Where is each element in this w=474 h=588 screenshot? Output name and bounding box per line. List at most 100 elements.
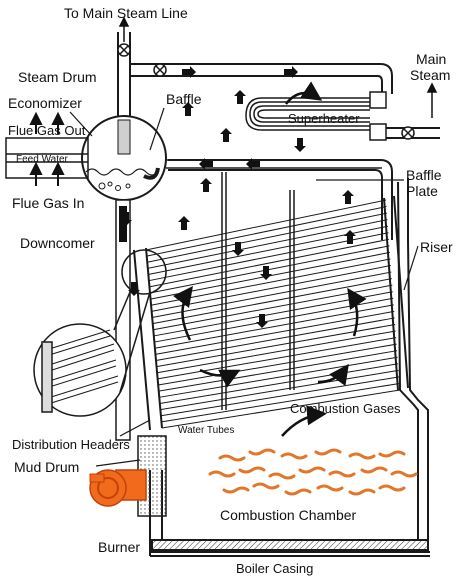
flame-icon xyxy=(218,454,246,462)
label-flue-gas-out: Flue Gas Out xyxy=(8,123,86,138)
label-feed-water: Feed Water xyxy=(16,154,68,165)
baffle-pointer xyxy=(149,107,165,151)
label-water-tubes: Water Tubes xyxy=(178,425,235,436)
water-tube xyxy=(156,323,396,368)
boiler-casing xyxy=(149,159,430,557)
flame-icon xyxy=(360,466,388,474)
flow-arrow-icon xyxy=(182,66,196,78)
label-baffle: Baffle xyxy=(166,91,202,107)
label-main: Main xyxy=(416,51,447,67)
water-tube xyxy=(154,304,394,349)
label-distribution-headers: Distribution Headers xyxy=(12,437,130,452)
flame-icon xyxy=(238,466,266,474)
water-tube xyxy=(159,356,398,398)
water-tube xyxy=(161,389,401,429)
label-riser: Riser xyxy=(420,239,453,255)
flow-arrow-icon xyxy=(232,242,244,256)
circulation-arrows xyxy=(173,81,367,437)
flame-icon xyxy=(268,472,296,480)
label-downcomer: Downcomer xyxy=(20,235,95,251)
steam-drum xyxy=(81,115,167,201)
flow-arrow-icon xyxy=(284,66,298,78)
flame-icon xyxy=(222,486,250,494)
label-combustion-chamber: Combustion Chamber xyxy=(220,507,357,523)
water-tube xyxy=(147,212,388,263)
riser-pointer xyxy=(403,245,419,291)
flame-icon xyxy=(208,470,236,478)
label-baffle-plate-line2: Plate xyxy=(406,183,438,199)
main-steam-arrow xyxy=(426,82,438,118)
water-tube xyxy=(160,376,400,417)
water-tube xyxy=(152,278,392,325)
flow-arrow-icon xyxy=(120,212,132,226)
water-tube xyxy=(149,238,389,288)
flow-arrow-icon xyxy=(294,138,306,152)
label-superheater: Superheater xyxy=(288,111,360,126)
flame-icon xyxy=(378,450,406,458)
flame-icon xyxy=(378,484,406,492)
water-tube xyxy=(146,206,387,257)
label-boiler-casing: Boiler Casing xyxy=(236,561,314,576)
flow-arrow-icon xyxy=(246,158,260,170)
valve-icon xyxy=(401,126,415,140)
water-tube xyxy=(145,199,387,251)
water-tube xyxy=(149,245,390,294)
water-tube xyxy=(155,317,395,361)
burner-icon xyxy=(89,469,147,507)
water-tube xyxy=(151,271,392,319)
label-mud-drum: Mud Drum xyxy=(14,459,80,475)
flow-arrow-icon xyxy=(182,102,194,116)
water-tube xyxy=(156,330,396,374)
valve-icon xyxy=(153,63,167,77)
flame-icon xyxy=(208,448,418,496)
flow-arrow-icon xyxy=(234,90,246,104)
steam-lines xyxy=(117,32,440,139)
flow-arrow-icon xyxy=(200,178,212,192)
flow-arrow-icon xyxy=(128,282,140,296)
valve-icon xyxy=(117,43,131,57)
economizer-pointer xyxy=(69,111,93,137)
label-baffle-plate-line1: Baffle xyxy=(406,167,442,183)
flame-icon xyxy=(314,448,342,456)
water-tube xyxy=(161,382,400,423)
flow-arrow-icon xyxy=(342,190,354,204)
water-tube xyxy=(155,310,395,355)
water-tube xyxy=(159,363,399,404)
feed-water-line xyxy=(166,159,382,169)
water-tube xyxy=(158,343,397,386)
flame-icon xyxy=(316,484,344,492)
label-to-main-steam-line: To Main Steam Line xyxy=(64,5,188,21)
flame-icon xyxy=(390,470,418,478)
flame-icon xyxy=(348,452,376,460)
flow-arrow-icon xyxy=(120,66,356,328)
flow-arrow-icon xyxy=(256,314,268,328)
economizer xyxy=(5,137,89,179)
flame-icon xyxy=(298,466,326,474)
water-tube-bank xyxy=(133,195,409,431)
label-flue-gas-in: Flue Gas In xyxy=(12,195,85,211)
flame-icon xyxy=(284,488,312,496)
flame-icon xyxy=(248,448,276,456)
water-tube xyxy=(157,337,397,380)
flow-arrow-icon xyxy=(260,266,272,280)
label-steam-drum: Steam Drum xyxy=(18,69,97,85)
flame-icon xyxy=(280,452,308,460)
to-main-steam-arrow xyxy=(118,16,130,42)
flow-arrow-icon xyxy=(178,216,190,230)
water-tube xyxy=(147,219,388,269)
flow-arrow-icon xyxy=(199,158,213,170)
flow-arrow-icon xyxy=(344,230,356,244)
label-combustion-gases: Combustion Gases xyxy=(290,401,401,416)
water-tube xyxy=(160,369,399,411)
label-burner: Burner xyxy=(98,539,141,555)
flame-icon xyxy=(328,470,356,478)
label-steam: Steam xyxy=(410,67,451,83)
water-tube xyxy=(158,350,398,392)
flow-arrow-icon xyxy=(220,128,232,142)
superheater xyxy=(245,91,387,141)
flue-gas-arrows xyxy=(29,111,65,186)
distribution-headers-pointer xyxy=(119,419,151,437)
flame-icon xyxy=(252,482,280,490)
distribution-headers-detail xyxy=(33,249,167,417)
